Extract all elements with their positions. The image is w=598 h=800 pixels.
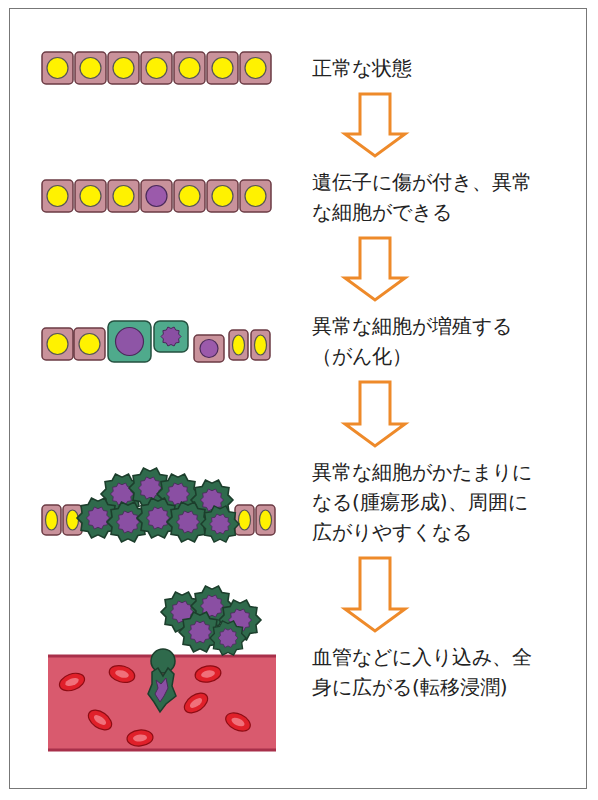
normal-cell [74,328,105,360]
stage-description: 遺伝子に傷が付き、異常 な細胞ができる [312,167,552,227]
normal-cell [42,52,73,84]
flow-arrow [345,382,405,446]
normal-cell [235,505,254,535]
red-blood-cell [57,670,87,694]
stage-description: 血管などに入り込み、全 身に広がる(転移浸潤) [312,642,552,702]
red-blood-cell [107,663,136,685]
cancer-nucleus [116,328,144,356]
normal-cell [108,180,139,212]
metastasis [148,586,261,712]
tumor-cell [210,621,246,655]
stage-text-box: 異常な細胞が増殖する （がん化） [312,311,552,371]
normal-cell [141,52,172,84]
stage-description: 異常な細胞が増殖する （がん化） [312,311,552,371]
flow-arrow [345,94,405,156]
normal-cell [75,180,106,212]
red-blood-cell [194,664,222,684]
normal-cell [256,505,275,535]
normal-cell [207,52,238,84]
red-blood-cell [223,709,253,734]
normal-cell [229,330,248,360]
normal-cell [240,52,271,84]
normal-cell [207,180,238,212]
stage-text-box: 正常な状態 [312,53,552,83]
normal-cell [174,180,205,212]
normal-cell [174,52,205,84]
mutated-tissue [42,180,271,212]
abnormal-nucleus [200,340,218,358]
normal-cell [240,180,271,212]
cancer-nucleus [161,327,181,346]
normal-cell [108,52,139,84]
invading-cell [148,668,176,712]
cancer-cell [108,321,151,362]
red-blood-cell [85,706,115,734]
cancer-cell [154,321,188,352]
flow-arrow [345,238,405,300]
normal-cell [42,328,73,360]
vessel-wall [48,749,276,752]
normal-cell [42,180,73,212]
stage-text-box: 遺伝子に傷が付き、異常 な細胞ができる [312,167,552,227]
flow-arrow [345,558,405,631]
stage-description: 異常な細胞がかたまりに なる(腫瘍形成)、周囲に 広がりやすくなる [312,457,552,547]
abnormal-cell [194,335,224,362]
normal-cell [251,330,270,360]
red-blood-cell [126,729,153,747]
stage-text-box: 血管などに入り込み、全 身に広がる(転移浸潤) [312,642,552,702]
proliferating-tissue [42,321,270,362]
tumor-cell [201,506,239,542]
normal-cell [75,52,106,84]
stage-description: 正常な状態 [312,53,552,83]
abnormal-cell [141,180,172,212]
normal-tissue [42,52,271,84]
invading-nucleus [155,678,168,702]
red-blood-cell [181,689,211,717]
tumor-tissue [42,468,275,542]
normal-cell [42,505,61,535]
stage-text-box: 異常な細胞がかたまりに なる(腫瘍形成)、周囲に 広がりやすくなる [312,457,552,547]
